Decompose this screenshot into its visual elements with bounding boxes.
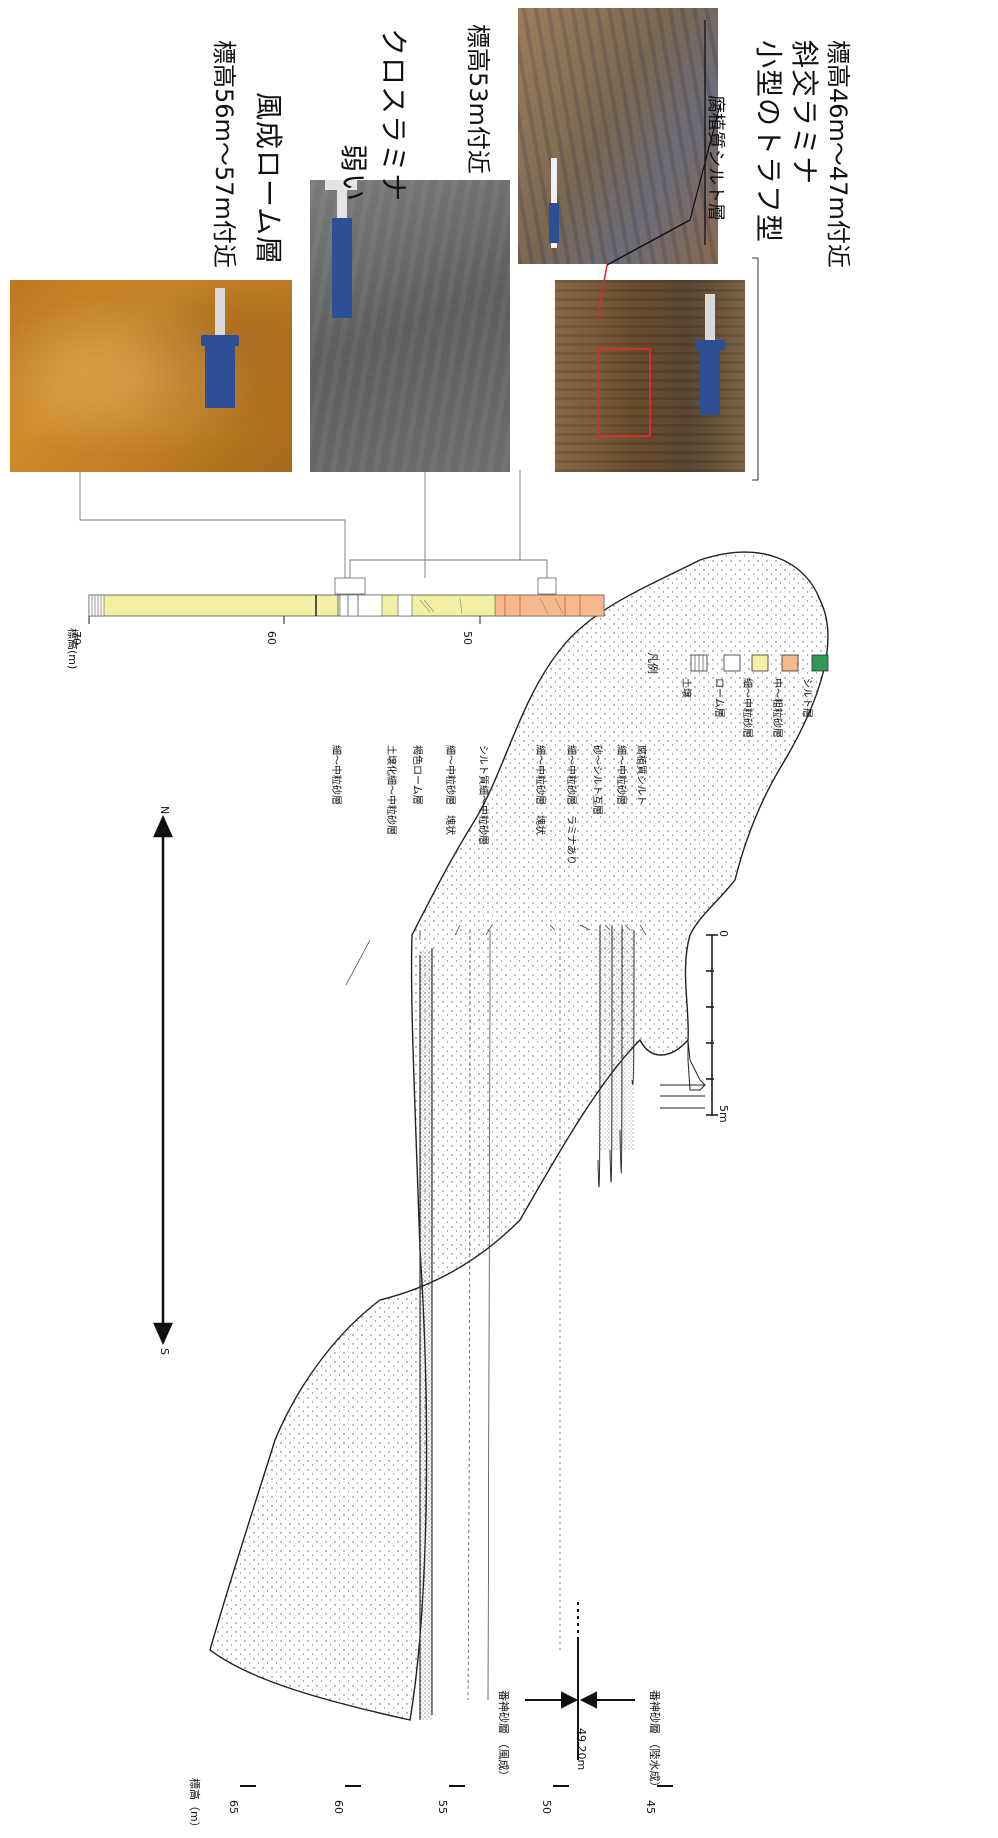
legend-label: シルト層 [801,678,816,718]
upper-formation-label: 番神砂層 （風成） [496,1690,512,1782]
soil-band [420,950,432,1720]
compass-arrow [155,818,171,1342]
hammer-icon [215,288,225,338]
layer-label: 細～中粒砂層 [330,745,345,805]
layer-label: 細～中粒砂層 塊状 [534,745,549,835]
layer-label: 細～中粒砂層 [615,745,630,805]
column-tick-label: 50 [461,631,474,645]
compass-north-label: N [158,806,171,814]
column-tick-label: 60 [265,631,278,645]
highlight-box [597,348,651,437]
legend-label: 土壌 [680,678,695,698]
laminated-band [598,930,634,1150]
layer-label: 細～中粒砂層 塊状 [444,745,459,835]
layer-label: シルト質細～中粒砂層 [477,745,492,845]
layer-label: 腐植質シルト [635,745,650,805]
scale-zero-label: 0 [717,930,730,937]
photo2-title-line1: 弱い [335,144,375,202]
layer-label: 土壌化細～中粒砂層 [385,745,400,835]
photo-humic-silt-closeup [518,8,718,264]
section-tick-label: 55 [436,1800,449,1814]
lower-formation-label: 番神砂層 （陸水成） [647,1690,663,1793]
photo2-title-line2: クロスラミナ [375,28,415,202]
photo2-elevation: 標高53m付近 [463,24,498,174]
legend-label: 中～粗粒砂層 [771,678,786,738]
legend-label: ローム層 [713,678,728,718]
pit-foot [688,1040,705,1090]
scale-max-label: 5m [717,1105,730,1123]
boundary-elevation-label: 49.20m [575,1728,588,1770]
humic-silt-label: 腐植質シルト層 [704,95,730,221]
photo1-title: 風成ローム層 [250,92,290,265]
compass-south-label: S [158,1348,171,1355]
scale-bar [706,935,718,1115]
photo3-title-line2: 斜交ラミナ [786,40,826,185]
photo-trough-lamina [555,280,745,472]
layer-label: 細～中粒砂層 ラミナあり [565,745,580,865]
column-tick-label: 70 [70,631,83,645]
photo3-elevation: 標高46m～47m付近 [823,40,858,268]
section-tick-label: 50 [540,1800,553,1814]
section-axis-title: 標高（m） [187,1778,203,1833]
photo1-elevation: 標高56m～57m付近 [209,40,244,268]
section-tick-label: 65 [227,1800,240,1814]
section-tick-label: 60 [332,1800,345,1814]
section-tick-label: 45 [644,1800,657,1814]
photo-cross-lamina [310,180,510,472]
legend-label: 細～中粒砂層 [741,678,756,738]
section-outline [210,552,828,1720]
layer-label: 褐色ローム層 [411,745,426,805]
photo3-title-line1: 小型のトラフ型 [750,40,790,243]
photo-aeolian-loam [10,280,292,472]
legend-title: 凡例 [645,652,661,674]
hammer-icon [705,294,715,344]
layer-label: 砂～シルト互層 [591,745,606,815]
